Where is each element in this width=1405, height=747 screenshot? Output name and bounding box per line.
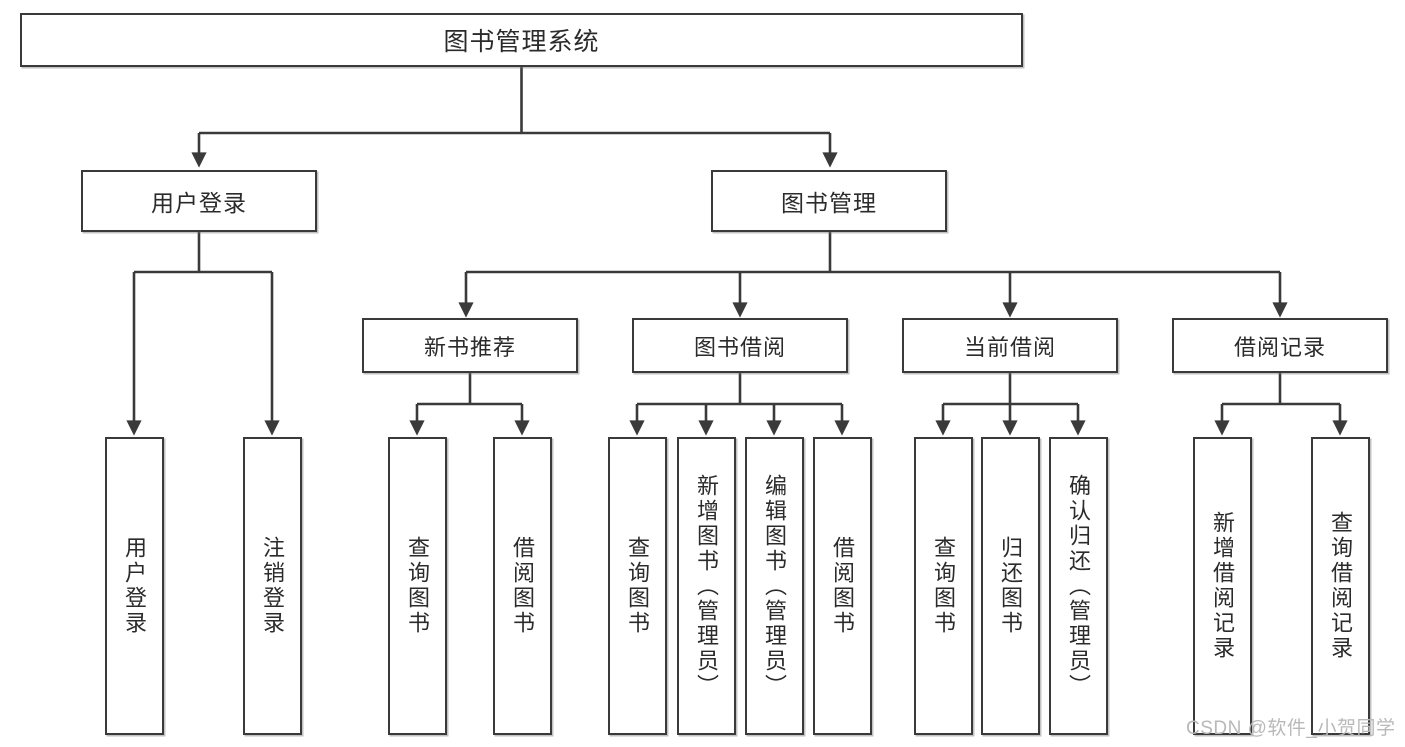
node-label: 当前借阅 — [963, 334, 1056, 360]
node-current-borrow[interactable]: 当前借阅 — [902, 318, 1118, 373]
leaf-add-borrow-record[interactable]: 新增借阅记录 — [1193, 437, 1252, 735]
node-label: 新书推荐 — [423, 334, 516, 360]
leaf-user-login[interactable]: 用户登录 — [105, 437, 164, 735]
leaf-borrow-book-new[interactable]: 借阅图书 — [493, 437, 552, 735]
leaf-return-book[interactable]: 归还图书 — [981, 437, 1040, 735]
leaf-query-book-current[interactable]: 查询图书 — [914, 437, 973, 735]
node-book-management[interactable]: 图书管理 — [711, 170, 947, 232]
node-label: 确认归还（管理员） — [1066, 473, 1092, 699]
leaf-edit-book-admin[interactable]: 编辑图书（管理员） — [745, 437, 804, 735]
node-label: 借阅记录 — [1233, 334, 1326, 360]
node-label: 借阅图书 — [510, 536, 536, 636]
node-label: 归还图书 — [998, 536, 1024, 636]
node-label: 借阅图书 — [830, 536, 856, 636]
node-label: 查询图书 — [405, 536, 431, 636]
leaf-query-borrow-record[interactable]: 查询借阅记录 — [1311, 437, 1370, 735]
leaf-query-book-new[interactable]: 查询图书 — [388, 437, 447, 735]
node-label: 图书管理系统 — [443, 28, 600, 56]
node-label: 图书管理 — [781, 190, 877, 216]
leaf-logout-login[interactable]: 注销登录 — [243, 437, 302, 735]
node-label: 查询借阅记录 — [1328, 511, 1354, 661]
node-label: 编辑图书（管理员） — [762, 473, 788, 699]
node-label: 查询图书 — [931, 536, 957, 636]
leaf-confirm-return-admin[interactable]: 确认归还（管理员） — [1049, 437, 1108, 735]
node-label: 注销登录 — [260, 536, 286, 636]
node-borrow-record[interactable]: 借阅记录 — [1172, 318, 1388, 373]
leaf-add-book-admin[interactable]: 新增图书（管理员） — [677, 437, 736, 735]
leaf-borrow-book[interactable]: 借阅图书 — [813, 437, 872, 735]
node-new-book-recommend[interactable]: 新书推荐 — [362, 318, 578, 373]
node-label: 查询图书 — [625, 536, 651, 636]
node-root-book-management-system[interactable]: 图书管理系统 — [20, 13, 1023, 67]
watermark-text: CSDN @软件_小贺同学 — [1186, 718, 1396, 739]
node-label: 用户登录 — [122, 536, 148, 636]
node-label: 新增借阅记录 — [1210, 511, 1236, 661]
node-label: 新增图书（管理员） — [694, 473, 720, 699]
node-label: 用户登录 — [151, 190, 247, 216]
leaf-query-book-borrow[interactable]: 查询图书 — [608, 437, 667, 735]
node-user-login[interactable]: 用户登录 — [81, 170, 317, 232]
node-label: 图书借阅 — [693, 334, 786, 360]
node-book-borrow[interactable]: 图书借阅 — [632, 318, 848, 373]
